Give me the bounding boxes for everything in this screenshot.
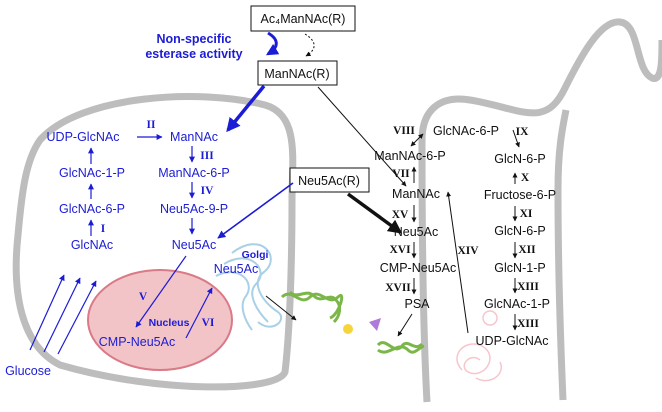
right-step-xiv: XIV — [457, 245, 479, 257]
right-glcn-1p: GlcN-1-P — [494, 261, 545, 275]
golgi-apparatus — [215, 243, 283, 331]
right-neu5ac: Neu5Ac — [394, 225, 438, 239]
right-cell-membrane — [418, 18, 662, 403]
neu5ac-box — [289, 167, 370, 193]
left-step-v: V — [139, 291, 148, 303]
right-fructose-6p: Fructose-6-P — [484, 188, 556, 202]
nucleus — [87, 269, 233, 371]
psa-to-glycan-arrow — [397, 313, 413, 337]
mannac-to-right-arrow — [317, 86, 407, 187]
left-glcnac-1p: GlcNAc-1-P — [59, 166, 125, 180]
ac4mannac-box — [250, 5, 356, 32]
right-step-xiii: XIII — [517, 281, 539, 293]
right-step-xii: XII — [518, 244, 536, 256]
neu5ac-to-left-arrow — [217, 182, 294, 239]
glucose-arrow-1 — [29, 274, 65, 351]
left-glcnac-6p: GlcNAc-6-P — [59, 202, 125, 216]
sialic-acid-dot — [343, 324, 353, 334]
right-cell-vesicle — [482, 310, 498, 326]
glucose-label: Glucose — [5, 364, 51, 378]
glcnac6p-mannac6p-arrow — [410, 133, 424, 147]
right-glcnac-6p: GlcNAc-6-P — [433, 124, 499, 138]
left-step-ii: II — [147, 119, 156, 131]
left-step-iii: III — [200, 150, 214, 162]
glucose-arrow-2 — [43, 277, 81, 353]
right-step-vii: VII — [392, 168, 410, 180]
left-neu5ac: Neu5Ac — [172, 238, 216, 252]
mannac-box — [257, 60, 338, 86]
left-glcnac: GlcNAc — [71, 238, 113, 252]
golgi-label: Golgi — [242, 249, 269, 261]
glucose-arrow-3 — [57, 280, 97, 355]
glycan-chain-right — [369, 318, 425, 354]
esterase-line1: Non-specific — [156, 32, 231, 46]
left-step-i: I — [101, 223, 106, 235]
glycan-chain-left — [280, 290, 353, 334]
esterase-dashed-arrow — [304, 33, 315, 57]
mannac-box-label: ManNAc(R) — [264, 67, 329, 81]
mannac-to-left-arrow — [226, 84, 266, 133]
right-mannac: ManNAc — [392, 187, 440, 201]
right-cmp-neu5ac: CMP-Neu5Ac — [380, 261, 456, 275]
golgi-neu5ac-label: Neu5Ac — [214, 262, 258, 276]
left-mannac-6p: ManNAc-6-P — [158, 166, 230, 180]
cmp-to-golgi-arrow — [185, 287, 213, 339]
right-glcnac-1p: GlcNAc-1-P — [484, 297, 550, 311]
left-step-iv: IV — [201, 185, 214, 197]
golgi-to-glycan-arrow — [265, 295, 297, 321]
right-mannac-6p: ManNAc-6-P — [374, 149, 446, 163]
right-step-x: X — [521, 172, 530, 184]
esterase-line2: esterase activity — [145, 47, 242, 61]
right-cell-membrane-inner — [554, 109, 570, 401]
fucose-triangle — [369, 318, 381, 331]
right-udp-glcnac: UDP-GlcNAc — [476, 334, 549, 348]
left-neu5ac-9p: Neu5Ac-9-P — [160, 202, 228, 216]
right-step-xvi: XVI — [389, 244, 411, 256]
glcnac6p-to-glcn6p-arrow — [512, 129, 520, 148]
neu5ac-to-right-arrow — [346, 192, 403, 234]
nucleus-label: Nucleus — [149, 317, 190, 329]
neu5ac-to-cmp-arrow — [135, 255, 187, 328]
esterase-arrow — [265, 31, 280, 56]
left-step-vi: VI — [202, 317, 215, 329]
right-step-xvii: XVII — [385, 282, 411, 294]
right-step-xi: XI — [520, 208, 533, 220]
left-mannac: ManNAc — [170, 130, 218, 144]
right-step-xiii-2: XIII — [517, 318, 539, 330]
right-cell-organelle — [456, 343, 503, 382]
left-cell-membrane — [12, 93, 297, 391]
right-glcn-6p: GlcN-6-P — [494, 152, 545, 166]
right-step-viii: VIII — [393, 125, 415, 137]
right-glcn-6p-2: GlcN-6-P — [494, 224, 545, 238]
left-cmp-neu5ac: CMP-Neu5Ac — [99, 335, 175, 349]
right-step-xv: XV — [392, 209, 409, 221]
udp-to-mannac-right-arrow — [446, 191, 469, 334]
right-psa: PSA — [404, 297, 430, 311]
neu5ac-box-label: Neu5Ac(R) — [298, 174, 360, 188]
right-step-ix: IX — [516, 126, 529, 138]
ac4mannac-label: Ac₄ManNAc(R) — [261, 12, 346, 26]
left-udp-glcnac: UDP-GlcNAc — [47, 130, 120, 144]
